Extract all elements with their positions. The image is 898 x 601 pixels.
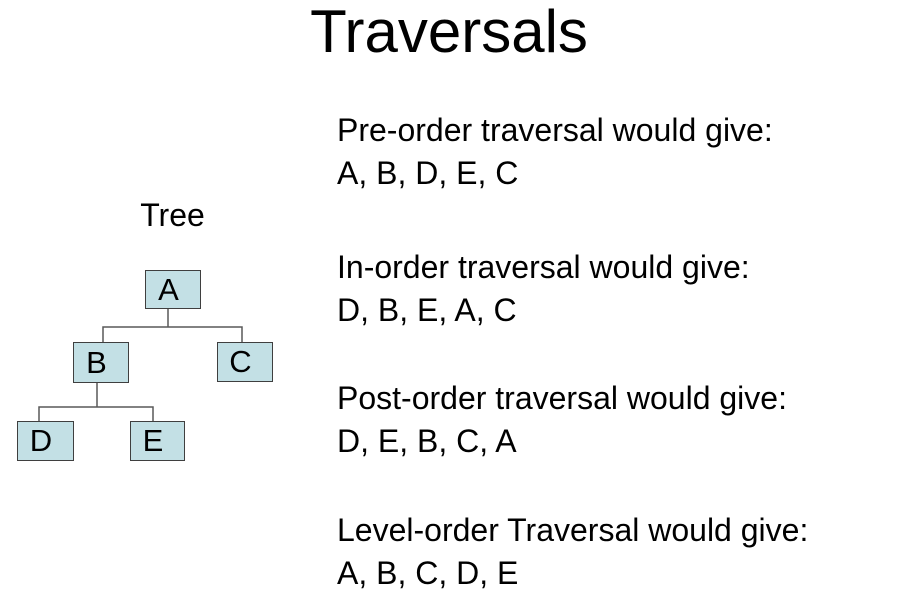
tree-node-a: A xyxy=(145,270,201,309)
tree-node-b: B xyxy=(73,342,129,383)
edge-b-children xyxy=(38,406,154,421)
edge-a-children xyxy=(102,326,243,342)
traversal-heading: Pre-order traversal would give: xyxy=(337,112,773,148)
tree-label: Tree xyxy=(140,197,205,233)
traversal-block-preorder: Pre-order traversal would give: A, B, D,… xyxy=(337,109,773,195)
traversal-block-levelorder: Level-order Traversal would give: A, B, … xyxy=(337,509,808,595)
traversal-sequence: D, E, B, C, A xyxy=(337,423,517,459)
tree-node-c: C xyxy=(217,342,273,382)
traversal-heading: Post-order traversal would give: xyxy=(337,380,787,416)
tree-diagram: Tree A B C D E xyxy=(0,0,320,601)
tree-node-d: D xyxy=(17,421,74,461)
traversal-heading: Level-order Traversal would give: xyxy=(337,512,809,548)
traversal-heading: In-order traversal would give: xyxy=(337,249,750,285)
traversal-sequence: D, B, E, A, C xyxy=(337,292,517,328)
traversal-sequence: A, B, D, E, C xyxy=(337,155,519,191)
traversal-block-inorder: In-order traversal would give: D, B, E, … xyxy=(337,246,750,332)
tree-connectors xyxy=(38,309,243,421)
slide-title: Traversals xyxy=(310,0,588,65)
tree-node-e: E xyxy=(130,421,185,461)
traversal-sequence: A, B, C, D, E xyxy=(337,555,519,591)
traversal-block-postorder: Post-order traversal would give: D, E, B… xyxy=(337,377,787,463)
